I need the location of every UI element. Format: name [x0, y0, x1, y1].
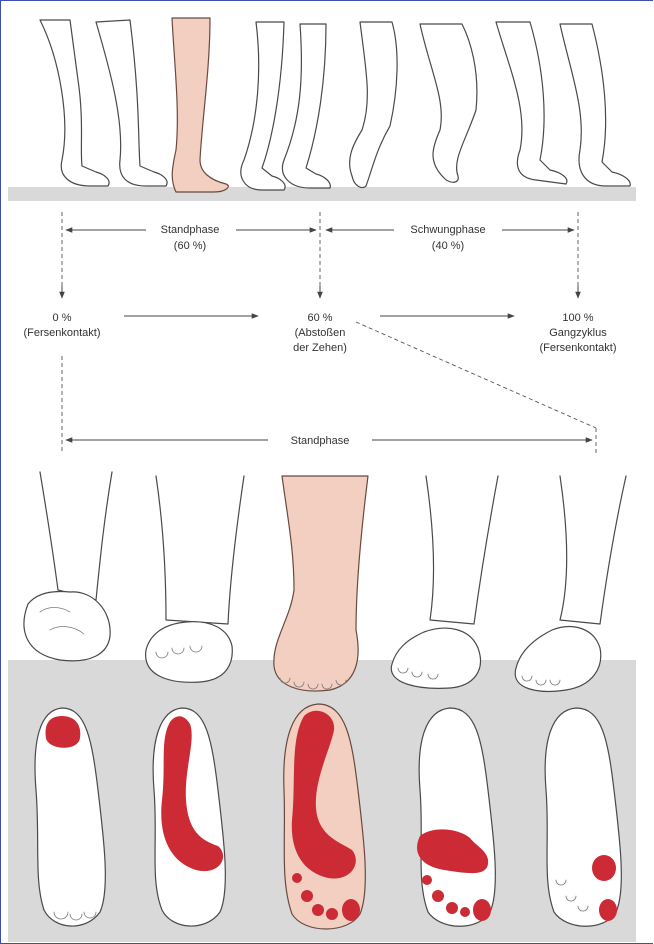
leg-swing — [496, 22, 630, 186]
leg-highlighted-stance — [172, 18, 228, 192]
stance-phase-label: Standphase — [161, 224, 220, 236]
foot-view-mid-stance-highlighted — [274, 476, 368, 691]
foot-view-heel-contact — [24, 472, 112, 661]
milestone-100-caption-1: Gangzyklus — [549, 327, 607, 339]
leg-terminal-stance — [241, 22, 330, 190]
foot-views — [24, 472, 626, 691]
ground-strip — [8, 187, 636, 201]
pressure-big-toe — [342, 899, 360, 921]
milestone-60-percent: 60 % — [307, 312, 332, 324]
foot-view-foot-flat — [146, 476, 244, 682]
leg-toe-off — [350, 22, 477, 188]
phase-timeline: Standphase (60 %) Schwungphase (40 %) 0 … — [23, 212, 616, 354]
milestone-60-caption-1: (Abstoßen — [295, 327, 346, 339]
leg-heel-strike — [40, 20, 167, 186]
pressure-toe-2b — [460, 907, 470, 917]
pressure-big-toe-b — [473, 899, 491, 921]
pressure-toe-2 — [326, 908, 338, 920]
stance-span-label: Standphase — [291, 435, 350, 447]
pressure-toe-3 — [312, 904, 324, 916]
pressure-toe-3b — [446, 902, 458, 914]
milestone-100-percent: 100 % — [562, 312, 593, 324]
pressure-big-toe-c — [599, 899, 617, 921]
pressure-toe-5 — [292, 873, 302, 883]
milestone-0-percent: 0 % — [53, 312, 72, 324]
pressure-zone-heel — [46, 716, 81, 748]
milestone-0-caption: (Fersenkontakt) — [23, 327, 100, 339]
swing-phase-label: Schwungphase — [410, 224, 485, 236]
gait-legs-illustration — [8, 18, 636, 201]
milestone-100-caption-2: (Fersenkontakt) — [539, 342, 616, 354]
pressure-toe-4 — [301, 890, 313, 902]
milestone-60-caption-2: der Zehen) — [293, 342, 347, 354]
stance-phase-percent: (60 %) — [174, 240, 206, 252]
pressure-zone-ball — [592, 855, 616, 881]
swing-phase-percent: (40 %) — [432, 240, 464, 252]
pressure-toe-4b — [432, 890, 444, 902]
pressure-toe-5b — [422, 875, 432, 885]
foot-view-toe-off — [515, 476, 626, 691]
foot-view-heel-off — [391, 476, 498, 688]
